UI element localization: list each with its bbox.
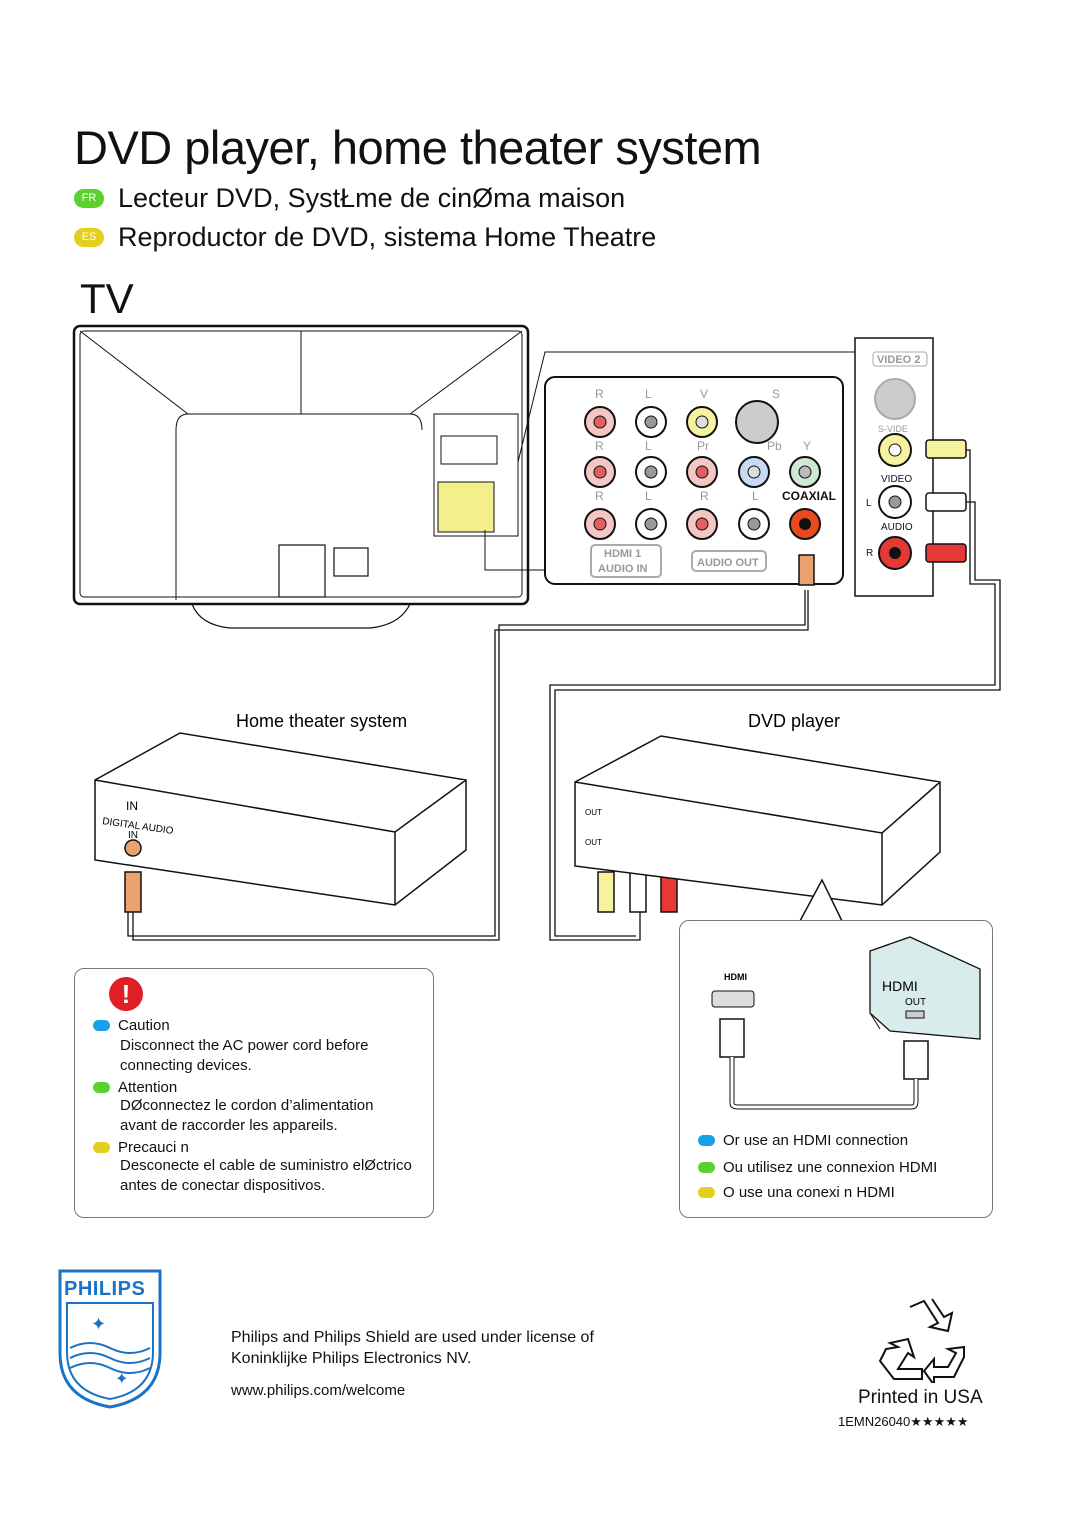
- document-code: 1EMN26040★★★★★: [838, 1414, 969, 1429]
- dvd-player-label: DVD player: [748, 711, 840, 731]
- dvd-out-label-2: OUT: [585, 838, 602, 847]
- printed-in-usa: Printed in USA: [858, 1387, 983, 1408]
- hdmi1-label: HDMI 1: [604, 548, 641, 560]
- audio-out-label: AUDIO OUT: [697, 557, 759, 569]
- dvd-player-box: [574, 735, 941, 906]
- warning-icon: !: [109, 977, 143, 1011]
- row1-label-v: V: [700, 387, 708, 401]
- svg-text:✦: ✦: [91, 1314, 106, 1334]
- row1-label-r: R: [595, 387, 604, 401]
- subtitle-es: ES Reproductor de DVD, sistema Home Thea…: [74, 222, 656, 253]
- svideo-label: S-VIDE: [878, 424, 908, 434]
- row2-label-r: R: [595, 439, 604, 453]
- row2-label-pb: Pb: [767, 439, 782, 453]
- subtitle-fr: FR Lecteur DVD, SystŁme de cinØma maison: [74, 183, 625, 214]
- subtitle-es-text: Reproductor de DVD, sistema Home Theatre: [118, 222, 657, 252]
- video2-label: VIDEO 2: [877, 354, 920, 366]
- home-theater-box: [94, 732, 467, 906]
- ht-in-label: IN: [126, 799, 138, 813]
- hdmi-option-box: HDMI HDMI OUT Or use an HDMI connection …: [679, 920, 993, 1218]
- philips-shield-logo: ✦ ✦ PHILIPS: [55, 1268, 165, 1410]
- side-r-label: R: [866, 548, 873, 559]
- tv-jacks: [584, 400, 821, 578]
- row2-label-l: L: [645, 439, 652, 453]
- row1-label-l: L: [645, 387, 652, 401]
- hdmi-logo-big: HDMI: [882, 978, 918, 994]
- hdmi-option-es: O use una conexi n HDMI: [698, 1184, 937, 1201]
- svg-text:✦: ✦: [115, 1371, 128, 1388]
- hdmi-out-label: OUT: [905, 997, 926, 1008]
- subtitle-fr-text: Lecteur DVD, SystŁme de cinØma maison: [118, 183, 626, 213]
- row3-label-l: L: [645, 489, 652, 503]
- side-audio-label: AUDIO: [881, 522, 913, 533]
- hdmi-logo-small: HDMI: [724, 972, 747, 982]
- hdmi-port-icon: [711, 990, 755, 1008]
- audio-in-label: AUDIO IN: [598, 563, 648, 575]
- dvd-out-label-1: OUT: [585, 808, 602, 817]
- caution-es-heading: Precauci n: [93, 1139, 428, 1156]
- side-l-label: L: [866, 498, 872, 509]
- caution-en-heading: Caution: [93, 1017, 428, 1034]
- fr-badge: FR: [74, 189, 104, 208]
- tv-side-panel: [854, 337, 934, 597]
- bubble-pointer: [799, 878, 843, 922]
- hdmi-option-fr: Ou utilisez une connexion HDMI: [698, 1159, 937, 1176]
- tv-back-illustration: [72, 324, 530, 629]
- recycle-icon: [878, 1297, 968, 1389]
- row3-label-r: R: [595, 489, 604, 503]
- row2-label-pr: Pr: [697, 439, 709, 453]
- license-text: Philips and Philips Shield are used unde…: [231, 1329, 594, 1367]
- website-url: www.philips.com/welcome: [231, 1382, 406, 1399]
- es-badge: ES: [74, 228, 104, 247]
- cables: [127, 449, 1001, 943]
- video-label: VIDEO: [881, 474, 912, 485]
- plugs: [124, 439, 967, 913]
- coaxial-label: COAXIAL: [782, 489, 836, 503]
- hdmi-option-en: Or use an HDMI connection: [698, 1132, 937, 1149]
- ht-in2-label: IN: [128, 830, 138, 841]
- page-title: DVD player, home theater system: [74, 121, 762, 174]
- row3-label-l2: L: [752, 489, 759, 503]
- row2-label-y: Y: [803, 439, 811, 453]
- ht-digital-jack: [124, 839, 142, 857]
- connection-diagram: R L V S R L Pr Pb Y R L R L COAXIAL HDMI…: [72, 324, 1001, 943]
- caution-box: ! Caution Disconnect the AC power cord b…: [74, 968, 434, 1218]
- row3-label-r2: R: [700, 489, 709, 503]
- row1-label-s: S: [772, 387, 780, 401]
- caution-fr-heading: Attention: [93, 1079, 428, 1096]
- caution-es-body: Desconecte el cable de suministro elØctr…: [120, 1157, 412, 1194]
- home-theater-label: Home theater system: [236, 711, 407, 731]
- tv-heading: TV: [80, 275, 134, 322]
- philips-brand-text: PHILIPS: [64, 1278, 146, 1300]
- hdmi-illustration: HDMI HDMI OUT: [711, 936, 981, 1110]
